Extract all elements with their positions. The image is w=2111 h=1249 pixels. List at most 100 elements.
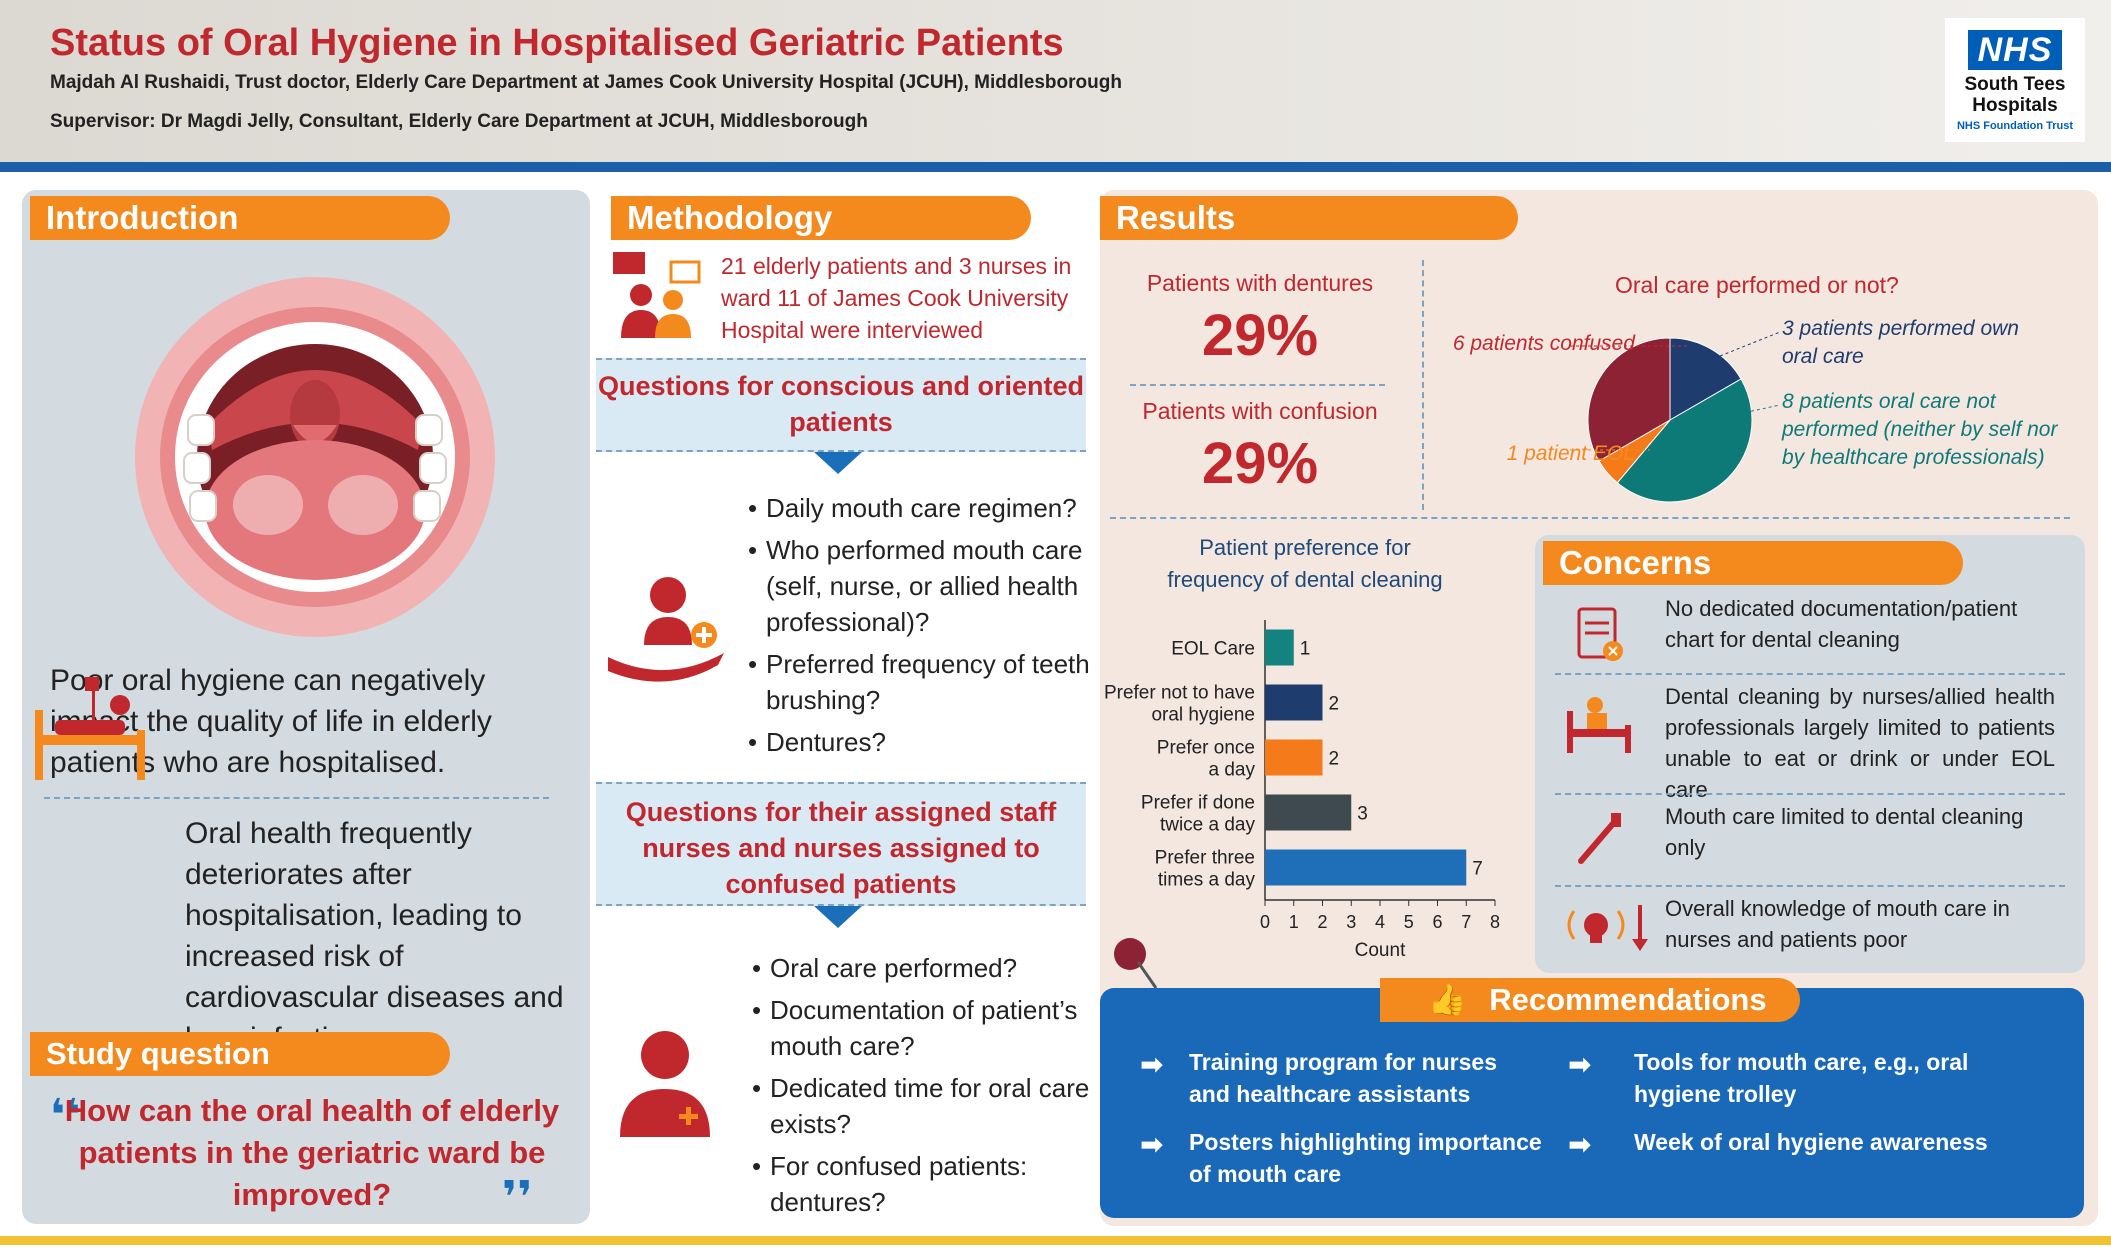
dentures-label: Patients with dentures (1146, 270, 1374, 296)
thumbs-up-icon: 👍 (1428, 982, 1467, 1017)
pie-label-eol: 1 patient EOL (1506, 442, 1635, 465)
toothbrush-icon (1578, 813, 1621, 864)
methodology-panel: Methodology 21 elderly patients and 3 nu… (596, 190, 1096, 1230)
bar-category-label: Prefer three (1155, 848, 1255, 869)
pie-slice (1616, 378, 1753, 503)
pie-label-confused: 6 patients confused (1452, 332, 1635, 355)
list-item: Documentation of patient’s mouth care? (752, 992, 1092, 1064)
pie-label-not-performed: 8 patients oral care not performed (neit… (1782, 390, 2058, 469)
introduction-para: Oral health frequently deteriorates afte… (185, 817, 564, 1055)
bar-category-label: Prefer once (1157, 738, 1255, 759)
arrow-right-icon: ➡ (1140, 1129, 1164, 1160)
confusion-label: Patients with confusion (1142, 398, 1378, 424)
pie-chart (1587, 337, 1753, 503)
concerns-panel: Concerns No dedicated documentation/pati… (1535, 535, 2085, 973)
author-line: Majdah Al Rushaidi, Trust doctor, Elderl… (50, 72, 1122, 93)
recommendation-item: Training program for nurses and healthca… (1189, 1049, 1497, 1107)
x-tick-label: 3 (1346, 912, 1356, 932)
list-item: Dedicated time for oral care exists? (752, 1070, 1092, 1142)
x-tick-label: 4 (1375, 912, 1385, 932)
list-item: Daily mouth care regimen? (748, 490, 1093, 526)
study-question-heading: Study question (30, 1032, 450, 1076)
concern-text: Dental cleaning by nurses/allied health … (1665, 684, 2055, 802)
arrow-right-icon: ➡ (1568, 1049, 1592, 1080)
q2-heading: Questions for their assigned staff nurse… (596, 782, 1086, 906)
x-tick-label: 6 (1432, 912, 1442, 932)
bar (1265, 739, 1323, 776)
down-arrow-icon (814, 452, 862, 474)
recommendation-item: Tools for mouth care, e.g., oral hygiene… (1634, 1049, 1969, 1107)
bar-category-label: Prefer not to have (1104, 683, 1255, 704)
pie-title: Oral care performed or not? (1615, 272, 1899, 298)
divider (1555, 885, 2065, 887)
methodology-heading: Methodology (611, 196, 1031, 240)
bar-category-label: a day (1209, 760, 1256, 781)
bar (1265, 849, 1467, 886)
concern-row: No dedicated documentation/patient chart… (1535, 593, 2085, 693)
bar (1265, 794, 1352, 831)
supervisor-line: Supervisor: Dr Magdi Jelly, Consultant, … (50, 111, 868, 132)
recommendation-item: Week of oral hygiene awareness (1634, 1129, 1988, 1155)
q2-list: Oral care performed? Documentation of pa… (752, 950, 1092, 1226)
recommendations-title: Recommendations (1489, 982, 1767, 1017)
dentures-value: 29% (1201, 303, 1319, 368)
methodology-lead: 21 elderly patients and 3 nurses in ward… (721, 253, 1072, 343)
divider (1422, 260, 1424, 510)
results-heading: Results (1100, 196, 1518, 240)
bar (1265, 684, 1323, 721)
q1-list: Daily mouth care regimen? Who performed … (748, 490, 1093, 766)
poster-title: Status of Oral Hygiene in Hospitalised G… (50, 22, 1064, 64)
recommendation-item: Posters highlighting importance of mouth… (1189, 1129, 1542, 1187)
study-question: How can the oral health of elderly patie… (64, 1093, 560, 1212)
concern-text: Mouth care limited to dental cleaning on… (1665, 804, 2024, 860)
nhs-logo: NHS South Tees Hospitals NHS Foundation … (1945, 18, 2085, 142)
x-tick-label: 5 (1404, 912, 1414, 932)
bar-value-label: 7 (1472, 859, 1483, 880)
arrow-right-icon: ➡ (1568, 1129, 1592, 1160)
x-tick-label: 1 (1289, 912, 1299, 932)
recommendations-panel: 👍 Recommendations ➡ Training program for… (1100, 978, 2084, 1218)
interview-icon (613, 252, 701, 338)
pie-slice (1669, 337, 1742, 421)
x-tick-label: 8 (1490, 912, 1500, 932)
list-item: Dentures? (748, 724, 1093, 760)
bar-category-label: Prefer if done (1141, 793, 1255, 814)
pie-label-own: 3 patients performed own oral care (1782, 317, 2019, 368)
pie-slice (1587, 337, 1671, 462)
list-item: For confused patients: dentures? (752, 1148, 1092, 1220)
bar-value-label: 2 (1329, 749, 1340, 770)
concerns-heading: Concerns (1543, 541, 1963, 585)
alarm-down-icon (1567, 905, 1648, 951)
nurse-icon (620, 1031, 710, 1137)
open-mouth-icon (135, 277, 495, 637)
divider (1555, 673, 2065, 675)
concern-text: Overall knowledge of mouth care in nurse… (1665, 896, 2010, 952)
bar-value-label: 1 (1300, 639, 1311, 660)
divider (44, 797, 549, 799)
list-item: Preferred frequency of teeth brushing? (748, 646, 1093, 718)
trust-name: NHS Foundation Trust (1956, 120, 2074, 132)
bar (1265, 629, 1294, 666)
patient-care-icon (608, 577, 724, 682)
introduction-heading: Introduction (30, 196, 450, 240)
q1-heading: Questions for conscious and oriented pat… (596, 358, 1086, 452)
nhs-lozenge: NHS (1967, 30, 2063, 70)
bar-category-label: times a day (1158, 870, 1256, 891)
x-tick-label: 7 (1461, 912, 1471, 932)
bar-category-label: twice a day (1160, 815, 1256, 836)
org-name-line1: South Tees (1964, 74, 2066, 95)
bar-value-label: 2 (1329, 694, 1340, 715)
patient-bed-icon (1567, 697, 1631, 753)
x-tick-label: 2 (1317, 912, 1327, 932)
bar-category-label: EOL Care (1171, 639, 1255, 660)
x-tick-label: 0 (1260, 912, 1270, 932)
clipboard-x-icon (1577, 607, 1623, 661)
org-name-line2: Hospitals (1972, 95, 2058, 116)
open-quote-icon: ❛❛ (50, 1091, 81, 1140)
list-item: Who performed mouth care (self, nurse, o… (748, 532, 1093, 640)
pie-leaders (1570, 331, 1781, 451)
recommendations-heading: 👍 Recommendations (1380, 978, 1800, 1022)
confusion-value: 29% (1201, 431, 1319, 496)
footer-bar (0, 1236, 2111, 1245)
